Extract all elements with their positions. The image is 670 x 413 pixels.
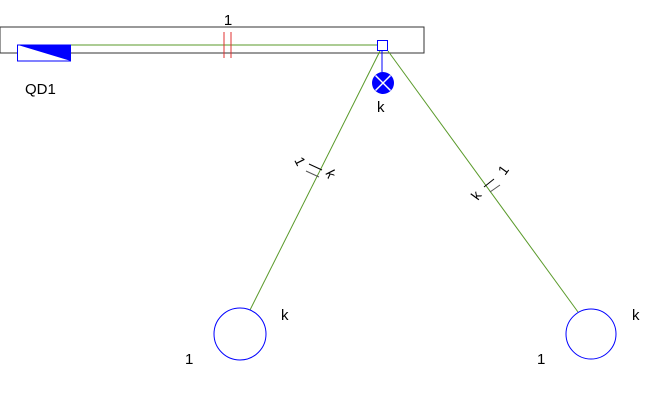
branch-marks-left xyxy=(305,163,323,178)
lamp-label: k xyxy=(377,99,385,116)
junction-node[interactable] xyxy=(377,40,388,51)
load-left-circle[interactable] xyxy=(213,307,267,361)
branch-right-top-label: 1 xyxy=(494,162,512,178)
branch-marks-right xyxy=(483,178,501,193)
lamp-icon[interactable] xyxy=(372,72,394,94)
load-right-circle[interactable] xyxy=(565,308,617,360)
branch-left-top-label: 1 xyxy=(291,154,309,168)
load-left-tag: k xyxy=(281,307,289,324)
load-left-number: 1 xyxy=(185,351,193,368)
branch-right-bottom-label: k xyxy=(467,187,485,203)
breaker-qd1[interactable] xyxy=(17,44,72,62)
branch-wire-right[interactable] xyxy=(387,50,579,313)
breaker-label: QD1 xyxy=(25,81,56,98)
load-right-number: 1 xyxy=(537,351,545,368)
bus-label: 1 xyxy=(224,12,232,29)
bus-frame[interactable] xyxy=(0,26,425,54)
load-right-tag: k xyxy=(632,307,640,324)
branch-wire-left[interactable] xyxy=(249,50,381,311)
branch-left-bottom-label: k xyxy=(322,167,340,181)
